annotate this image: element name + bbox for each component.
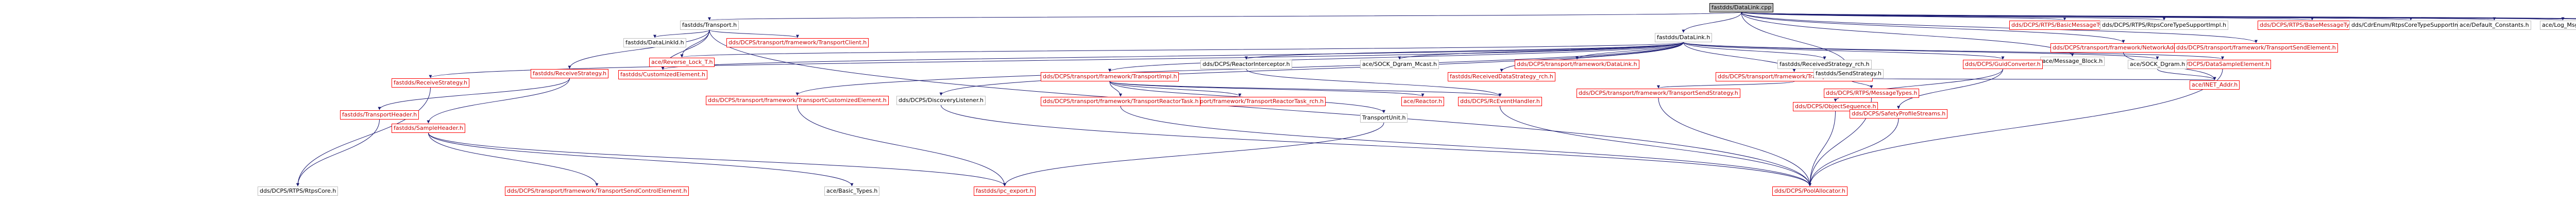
node-dcps-transport-impl[interactable]: dds/DCPS/transport/framework/TransportIm…: [1041, 72, 1179, 81]
node-dcps-basemessage[interactable]: dds/DCPS/RTPS/BaseMessageTypes.h: [2258, 21, 2367, 30]
node-fastdds-sample-header[interactable]: fastdds/SampleHeader.h: [392, 124, 465, 133]
edge-dcps-safety-profile-to-dcps-pool-allocator: [1808, 118, 1899, 187]
edge-ace-sock-dgram2-to-ace-inet-addr: [2157, 69, 2216, 80]
edge-dcps-transport-impl-to-ace-reactor: [1109, 81, 1425, 97]
edge-root-to-fastdds-send-strategy: [1741, 12, 1850, 69]
edge-datalink-sender-strategy-to-fastdds-sample-header: [427, 78, 570, 124]
edge-datalink-h-to-customized-element: [661, 42, 1684, 70]
node-ace-reactor[interactable]: ace/Reactor.h: [1401, 97, 1444, 106]
edge-datalink-h-to-dcps-transport-datalink: [1575, 42, 1684, 60]
edge-datalink-h-to-datalink-strategy: [1500, 42, 1684, 72]
node-dcps-discovery-listener[interactable]: dds/DCPS/DiscoveryListener.h: [896, 96, 986, 105]
node-ace-inet-addr[interactable]: ace/INET_Addr.h: [2190, 80, 2240, 90]
node-dcps-transport-datalink[interactable]: dds/DCPS/transport/framework/DataLink.h: [1515, 60, 1639, 69]
edge-transport-h-to-datalink-id: [653, 29, 710, 38]
edge-fastdds-receive-strategy-to-dcps-rtps-core: [296, 87, 431, 187]
node-datalink-id[interactable]: fastdds/DataLinkId.h: [623, 38, 686, 47]
edge-transport-h-to-datalink-sender-strategy: [568, 29, 710, 69]
edge-dcps-event-handler-to-dcps-pool-allocator: [1500, 106, 1811, 187]
node-dcps-send-control[interactable]: dds/DCPS/transport/framework/TransportSe…: [505, 187, 689, 196]
node-transport-h[interactable]: fastdds/Transport.h: [680, 21, 739, 30]
node-dcps-pool-allocator[interactable]: dds/DCPS/PoolAllocator.h: [1772, 187, 1848, 196]
node-root[interactable]: fastdds/DataLink.cpp: [1709, 3, 1774, 12]
edge-datalink-h-to-dcps-guid-converter: [1683, 42, 2005, 60]
node-dcps-typesupport[interactable]: dds/DCPS/RTPS/RtpsCoreTypeSupportImpl.h: [2100, 21, 2229, 30]
edge-datalink-h-to-fastdds-receive-strategy: [429, 42, 1684, 78]
node-dcps-reactor-interceptor[interactable]: dds/DCPS/ReactorInterceptor.h: [1200, 60, 1292, 69]
node-ace-message-block[interactable]: ace/Message_Block.h: [2040, 57, 2105, 66]
edge-datalink-h-to-dcps-transport-impl: [1108, 42, 1684, 72]
node-dcps-rtps-core[interactable]: dds/DCPS/RTPS/RtpsCore.h: [258, 187, 338, 196]
edge-dcps-reactor-interceptor-to-dcps-event-handler: [1246, 69, 1502, 97]
edge-datalink-h-to-ace-sock-dgram2: [1683, 42, 2159, 60]
node-dcps-safety-profile[interactable]: dds/DCPS/SafetyProfileStreams.h: [1850, 109, 1948, 119]
node-ace-basic-types[interactable]: ace/Basic_Types.h: [824, 187, 880, 196]
node-dcps-guid-converter[interactable]: dds/DCPS/GuidConverter.h: [1963, 60, 2043, 69]
edge-transport-h-to-dcps-pool-allocator: [709, 29, 1811, 187]
node-dcps-rtps-messagetypes[interactable]: dds/DCPS/RTPS/MessageTypes.h: [1824, 89, 1920, 98]
edge-datalink-sender-strategy-to-fastdds-transport-header: [378, 78, 570, 110]
edge-dcps-transport-impl-to-dcps-event-handler: [1109, 81, 1502, 97]
edge-dcps-transport-customized-to-fastdds-ipc-export: [797, 105, 1006, 187]
edge-fastdds-sample-header-to-dcps-send-control: [428, 132, 599, 187]
edge-root-to-datalink-inl: [1741, 12, 2576, 19]
edge-datalink-h-to-dcps-discovery-listener: [939, 42, 1684, 96]
edge-dcps-discovery-listener-to-dcps-pool-allocator: [941, 105, 1811, 187]
node-ace-log-msg[interactable]: ace/Log_Msg.h: [2540, 21, 2576, 30]
edge-transport-reactor-task-to-dcps-pool-allocator: [1120, 106, 1811, 187]
node-fastdds-transport-header[interactable]: fastdds/TransportHeader.h: [340, 110, 419, 120]
edge-root-to-transport-h: [708, 12, 1742, 21]
edge-root-to-transport-h-network: [1741, 12, 2125, 43]
node-ace-sock-dgram[interactable]: ace/SOCK_Dgram_Mcast.h: [1360, 60, 1439, 69]
node-fastdds-ipc-export[interactable]: fastdds/ipc_export.h: [974, 187, 1036, 196]
node-transport-unit[interactable]: TransportUnit.h: [1360, 113, 1408, 123]
edge-transport-send-strategy-to-dcps-pool-allocator: [1658, 97, 1811, 187]
node-ace-sock-dgram2[interactable]: ace/SOCK_Dgram.h: [2128, 60, 2188, 69]
edge-dcps-dataSample-element-to-dcps-pool-allocator: [1808, 69, 2223, 187]
node-dcps-transport-customized[interactable]: dds/DCPS/transport/framework/TransportCu…: [706, 96, 889, 105]
node-dcps-object-sequence[interactable]: dds/DCPS/ObjectSequence.h: [1793, 102, 1878, 111]
edge-dcps-guid-converter-to-dcps-safety-profile: [1897, 69, 2003, 109]
edge-fastdds-sample-header-to-fastdds-ipc-export: [428, 132, 1006, 187]
node-dcps-event-handler[interactable]: dds/DCPS/RcEventHandler.h: [1458, 97, 1542, 106]
edge-fastdds-sample-header-to-ace-basic-types: [428, 132, 854, 187]
edge-dcps-transport-impl-to-transport-reactor-task: [1109, 81, 1122, 97]
edge-dcps-transport-impl-to-transport-reactor-task-rch: [1109, 81, 1242, 97]
edge-datalink-h-to-reverse-lock: [681, 42, 1684, 58]
edge-datalink-h-to-dcps-reactor-interceptor: [1245, 42, 1684, 60]
node-transport-send-strategy[interactable]: dds/DCPS/transport/framework/TransportSe…: [1577, 89, 1740, 98]
node-datalink-h[interactable]: fastdds/DataLink.h: [1655, 33, 1713, 42]
node-ace-default-constants[interactable]: ace/Default_Constants.h: [2458, 21, 2531, 30]
node-transport-reactor-task[interactable]: dds/DCPS/transport/framework/TransportRe…: [1041, 97, 1201, 106]
edge-transport-unit-to-fastdds-ipc-export: [1003, 122, 1384, 187]
edge-dcps-object-sequence-to-dcps-pool-allocator: [1808, 111, 1836, 187]
node-dcps-dataSample-element[interactable]: dds/DCPS/DataSampleElement.h: [2174, 60, 2272, 69]
edges: [296, 12, 2576, 187]
edge-datalink-h-to-fastdds-receiver-strategy: [1683, 42, 1826, 60]
node-fastdds-receive-strategy[interactable]: fastdds/ReceiveStrategy.h: [392, 78, 470, 88]
node-fastdds-receiver-strategy[interactable]: fastdds/ReceivedStrategy_rch.h: [1777, 60, 1872, 69]
edge-root-to-transport-send-element: [1741, 12, 2258, 43]
node-datalink-strategy[interactable]: fastdds/ReceivedDataStrategy_rch.h: [1448, 72, 1555, 81]
node-dcps-basicmessage[interactable]: dds/DCPS/RTPS/BasicMessageTypes.h: [2009, 21, 2120, 30]
node-transport-h-network[interactable]: dds/DCPS/transport/framework/NetworkAddr…: [2050, 43, 2196, 53]
node-transport-send-element[interactable]: dds/DCPS/transport/framework/TransportSe…: [2174, 43, 2338, 53]
edge-fastdds-transport-header-to-dcps-rtps-core: [296, 119, 380, 187]
node-transport-customized-element[interactable]: dds/DCPS/transport/framework/TransportCl…: [726, 38, 869, 47]
node-fastdds-send-strategy[interactable]: fastdds/SendStrategy.h: [1814, 69, 1884, 78]
edge-root-to-dcps-typesupport: [1741, 12, 2165, 21]
node-reverse-lock[interactable]: ace/Reverse_Lock_T.h: [649, 58, 715, 67]
edge-dcps-transport-sendbuffer-to-transport-send-strategy: [1657, 81, 1794, 89]
edge-root-to-datalink-h: [1682, 12, 1742, 33]
edge-fastdds-send-strategy-to-ace-inet-addr: [1848, 76, 2215, 80]
node-customized-element[interactable]: fastdds/CustomizedElement.h: [618, 70, 707, 79]
node-datalink-sender-strategy[interactable]: fastdds/ReceiveStrategy.h: [531, 69, 609, 78]
node-dds-idl-typesupport[interactable]: dds/CdrEnum/RtpsCoreTypeSupportImpl.h: [2349, 21, 2473, 30]
edge-transport-h-to-transport-customized-element: [709, 29, 799, 38]
